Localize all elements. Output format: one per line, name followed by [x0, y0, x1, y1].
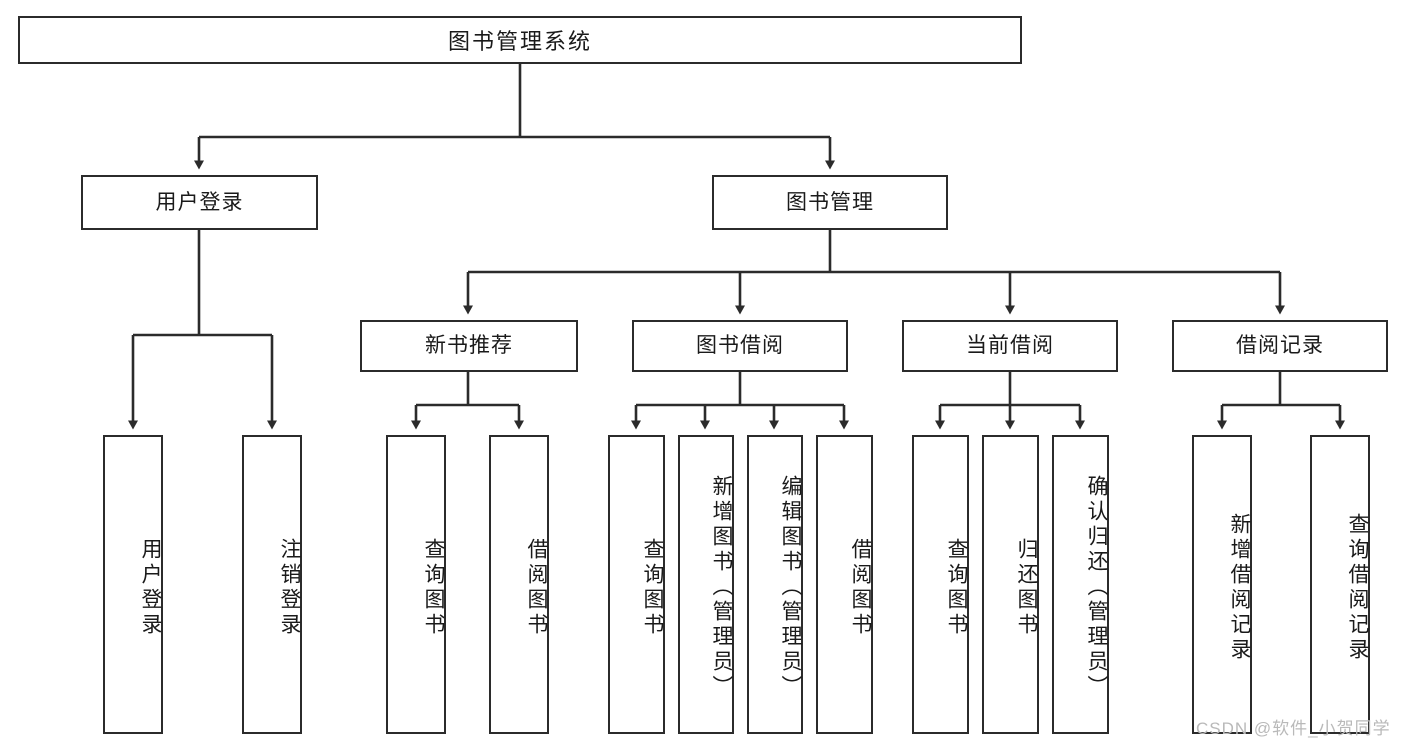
node-new-book-recommend[interactable]: 新书推荐: [360, 320, 578, 372]
node-label: 查询图书: [422, 537, 445, 638]
node-label: 查询图书: [641, 537, 664, 638]
node-label: 用户登录: [139, 537, 162, 638]
node-label: 新书推荐: [425, 334, 513, 358]
node-label: 图书管理: [786, 190, 874, 214]
node-label: 借阅图书: [849, 537, 872, 638]
leaf-user-login[interactable]: 用户登录: [103, 435, 163, 734]
node-label: 归还图书: [1015, 537, 1038, 638]
leaf-record-query-borrow-record[interactable]: 查询借阅记录: [1310, 435, 1370, 734]
node-label: 借阅记录: [1236, 334, 1324, 358]
leaf-borrow-borrow-book[interactable]: 借阅图书: [816, 435, 873, 734]
node-root-book-management-system[interactable]: 图书管理系统: [18, 16, 1022, 64]
node-borrow-record[interactable]: 借阅记录: [1172, 320, 1388, 372]
node-label: 确认归还（管理员）: [1085, 475, 1108, 700]
leaf-record-add-borrow-record[interactable]: 新增借阅记录: [1192, 435, 1252, 734]
leaf-current-confirm-return-admin[interactable]: 确认归还（管理员）: [1052, 435, 1109, 734]
node-label: 借阅图书: [525, 537, 548, 638]
node-label: 注销登录: [278, 537, 301, 638]
leaf-borrow-query-book[interactable]: 查询图书: [608, 435, 665, 734]
leaf-user-logout[interactable]: 注销登录: [242, 435, 302, 734]
node-label: 新增图书（管理员）: [710, 475, 733, 700]
node-label: 当前借阅: [966, 334, 1054, 358]
leaf-borrow-edit-book-admin[interactable]: 编辑图书（管理员）: [747, 435, 803, 734]
csdn-watermark: CSDN @软件_小贺同学: [1196, 719, 1391, 738]
leaf-recommend-query-book[interactable]: 查询图书: [386, 435, 446, 734]
node-book-management[interactable]: 图书管理: [712, 175, 948, 230]
node-user-login[interactable]: 用户登录: [81, 175, 318, 230]
node-label: 图书管理系统: [447, 29, 592, 54]
node-label: 查询借阅记录: [1346, 512, 1369, 663]
node-book-borrow[interactable]: 图书借阅: [632, 320, 848, 372]
node-label: 新增借阅记录: [1228, 512, 1251, 663]
node-label: 查询图书: [945, 537, 968, 638]
leaf-current-query-book[interactable]: 查询图书: [912, 435, 969, 734]
node-current-borrow[interactable]: 当前借阅: [902, 320, 1118, 372]
node-label: 用户登录: [155, 190, 244, 214]
leaf-current-return-book[interactable]: 归还图书: [982, 435, 1039, 734]
node-label: 图书借阅: [696, 334, 784, 358]
leaf-borrow-add-book-admin[interactable]: 新增图书（管理员）: [678, 435, 734, 734]
leaf-recommend-borrow-book[interactable]: 借阅图书: [489, 435, 549, 734]
node-label: 编辑图书（管理员）: [779, 475, 802, 700]
